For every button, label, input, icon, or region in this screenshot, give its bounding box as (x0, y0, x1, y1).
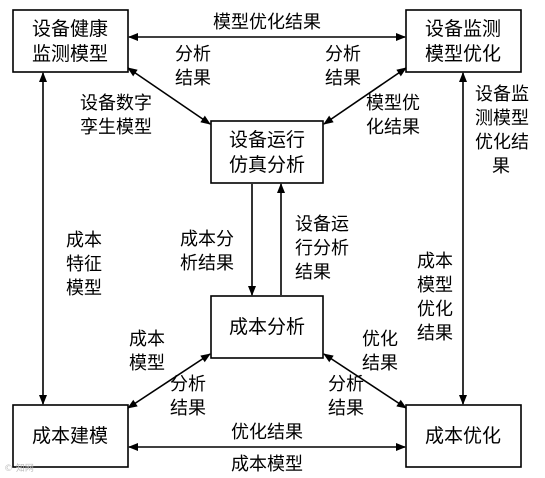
label-monitor-sim-right-2: 化结果 (366, 117, 420, 138)
label-bottom-upper: 优化结果 (231, 422, 303, 443)
label-sim-cost-left-2: 析结果 (180, 253, 234, 274)
label-costopt-cost-top-2: 结果 (362, 353, 398, 374)
label-health-sim-right-2: 结果 (175, 68, 211, 89)
label-sim-cost-left-1: 成本分 (180, 229, 234, 250)
label-monitor-sim-left-2: 结果 (325, 68, 361, 89)
label-right-vertical-4: 结果 (417, 323, 453, 344)
node-cost-opt-label: 成本优化 (425, 425, 501, 447)
label-right-top-4: 果 (492, 156, 510, 177)
label-right-vertical-3: 优化 (417, 299, 453, 320)
label-modeling-cost-top-2: 模型 (129, 353, 165, 374)
label-health-sim-right-1: 分析 (175, 44, 211, 65)
node-sim-analysis: 设备运行 仿真分析 (210, 120, 324, 184)
label-left-vertical-2: 特征 (66, 254, 102, 275)
node-cost-modeling: 成本建模 (12, 404, 129, 468)
edge-health-sim (127, 67, 211, 125)
node-cost-analysis: 成本分析 (210, 295, 324, 359)
label-costopt-cost-bottom-1: 分析 (328, 374, 364, 395)
node-health-model-line2: 监测模型 (32, 43, 108, 65)
label-left-vertical-3: 模型 (66, 278, 102, 299)
node-monitor-opt-line1: 设备监测 (425, 18, 501, 40)
label-health-sim-left-2: 孪生模型 (80, 117, 152, 138)
node-cost-modeling-label: 成本建模 (32, 425, 108, 447)
label-costopt-cost-bottom-2: 结果 (328, 398, 364, 419)
label-health-sim-left-1: 设备数字 (80, 93, 152, 114)
label-costopt-cost-top-1: 优化 (362, 329, 398, 350)
watermark: © 知网 (4, 462, 34, 474)
label-right-top-2: 测模型 (475, 108, 529, 129)
node-health-model: 设备健康 监测模型 (12, 9, 129, 73)
node-cost-analysis-label: 成本分析 (229, 316, 305, 338)
label-bottom-lower: 成本模型 (231, 454, 303, 475)
node-sim-analysis-line1: 设备运行 (229, 129, 305, 151)
edge-costopt-cost (323, 353, 407, 409)
node-monitor-opt: 设备监测 模型优化 (405, 9, 522, 73)
edge-modeling-cost (127, 353, 211, 409)
label-right-vertical-1: 成本 (417, 251, 453, 272)
edge-monitor-sim (323, 67, 407, 125)
label-cost-sim-right-2: 行分析 (295, 238, 349, 259)
label-right-vertical-2: 模型 (417, 275, 453, 296)
label-cost-sim-right-1: 设备运 (295, 214, 349, 235)
label-right-top-3: 优化结 (475, 132, 529, 153)
label-top-edge: 模型优化结果 (213, 12, 321, 33)
node-health-model-line1: 设备健康 (32, 18, 108, 40)
label-modeling-cost-bottom-1: 分析 (170, 374, 206, 395)
label-monitor-sim-left-1: 分析 (325, 44, 361, 65)
label-cost-sim-right-3: 结果 (295, 262, 331, 283)
label-modeling-cost-bottom-2: 结果 (170, 398, 206, 419)
node-cost-opt: 成本优化 (405, 404, 522, 468)
label-monitor-sim-right-1: 模型优 (366, 93, 420, 114)
label-left-vertical-1: 成本 (66, 230, 102, 251)
label-right-top-1: 设备监 (475, 84, 529, 105)
node-monitor-opt-line2: 模型优化 (425, 43, 501, 65)
label-modeling-cost-top-1: 成本 (129, 329, 165, 350)
node-sim-analysis-line2: 仿真分析 (229, 154, 305, 176)
